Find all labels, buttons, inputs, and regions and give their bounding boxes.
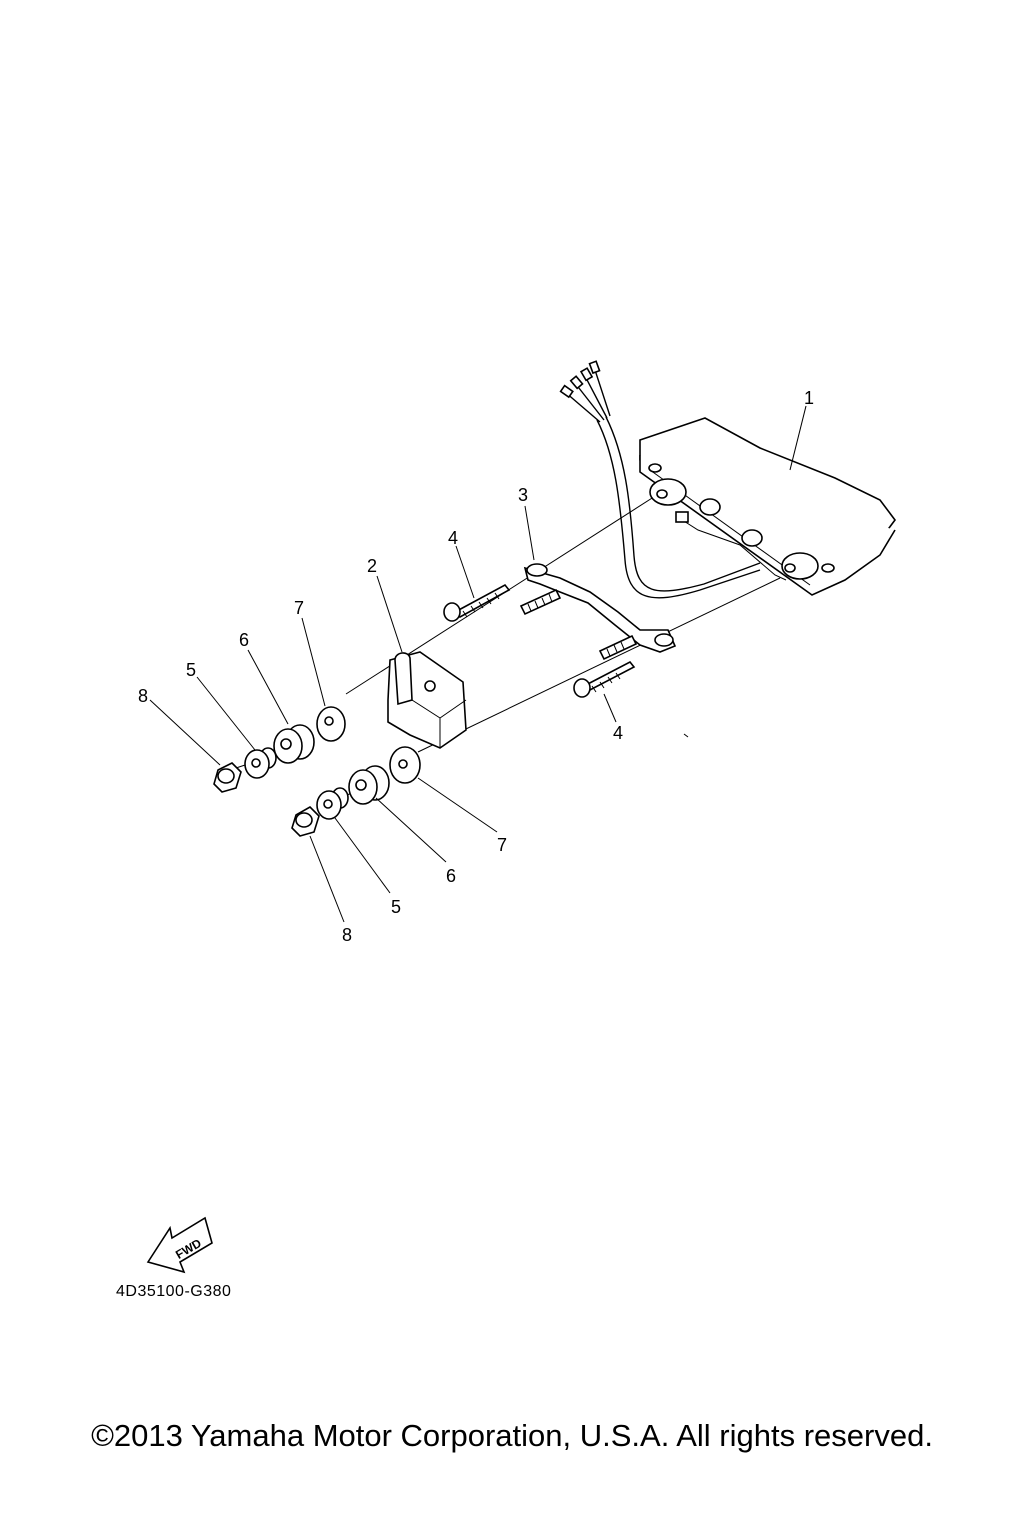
part-3-bracket [523, 563, 677, 653]
part-6-grommet-upper [273, 724, 315, 764]
callout-7-lower: 7 [497, 835, 507, 855]
part-5-collar-upper [244, 747, 277, 779]
part-6-grommet-lower [348, 765, 390, 805]
wire-harness [559, 360, 761, 599]
part-4-screw-upper [443, 583, 511, 622]
callout-7-upper: 7 [294, 598, 304, 618]
drawing-code: 4D35100-G380 [116, 1283, 232, 1300]
part-7-washer-upper [316, 706, 346, 742]
callout-4-upper: 4 [448, 528, 458, 548]
callout-3: 3 [518, 485, 528, 505]
part-5-collar-lower [316, 787, 349, 820]
callout-numbers: 1 3 4 2 7 6 5 8 4 7 6 5 8 [138, 388, 814, 945]
callout-8-lower: 8 [342, 925, 352, 945]
part-1-meter-housing [639, 417, 896, 596]
threaded-studs [519, 588, 638, 661]
callout-4-lower: 4 [613, 723, 623, 743]
part-7-washer-lower [389, 746, 421, 784]
fwd-arrow-icon: FWD [146, 1216, 213, 1274]
part-2-switch-block [387, 651, 467, 749]
callout-5-upper: 5 [186, 660, 196, 680]
callout-5-lower: 5 [391, 897, 401, 917]
part-8-nut-lower [291, 806, 320, 837]
callout-2: 2 [367, 556, 377, 576]
copyright-notice: ©2013 Yamaha Motor Corporation, U.S.A. A… [91, 1418, 933, 1453]
alignment-lines [229, 492, 781, 807]
part-8-nut-upper [213, 762, 242, 793]
callout-8-upper: 8 [138, 686, 148, 706]
callout-6-lower: 6 [446, 866, 456, 886]
callout-1: 1 [804, 388, 814, 408]
callout-6-upper: 6 [239, 630, 249, 650]
part-4-screw-lower [573, 660, 636, 698]
leader-lines [149, 405, 807, 923]
